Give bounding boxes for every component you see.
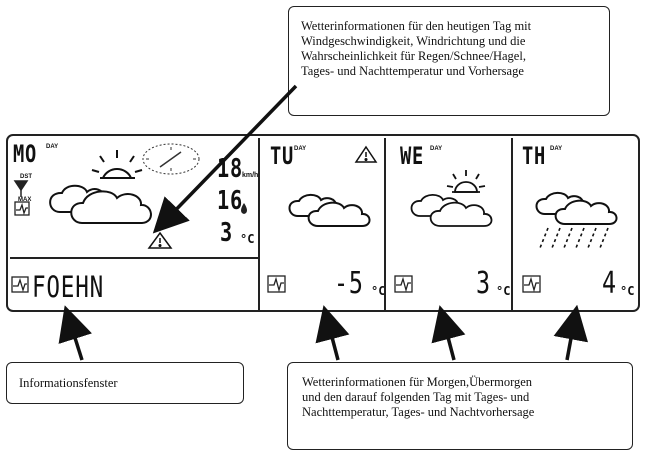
arrow-forecast-th [553, 304, 589, 361]
max-label: MAX [18, 197, 32, 203]
callout-today-description: Wetterinformationen für den heutigen Tag… [288, 6, 610, 116]
today-night-temp-value: 3 [220, 218, 233, 248]
forecast-day-label-th: TH [522, 142, 547, 170]
dst-label: DST [20, 174, 32, 180]
forecast-graph-icon-we [394, 275, 413, 293]
warning-triangle-icon-today [147, 231, 173, 249]
precipitation-icon [241, 203, 247, 214]
arrow-info-window [58, 305, 92, 361]
callout-info-window: Informationsfenster [6, 362, 244, 404]
antenna-icon [13, 180, 29, 197]
info-graph-icon [11, 276, 29, 293]
callout-forecast-line-3: Nachttemperatur, Tages- und Nachtvorhers… [302, 405, 535, 419]
rain-cloud-icon-th [535, 191, 618, 249]
forecast-day-label-tu: TU [270, 142, 295, 170]
arrow-forecast-we [431, 305, 466, 361]
forecast-day-label-we: WE [400, 142, 425, 170]
warning-triangle-icon-tu [354, 145, 378, 163]
callout-today-line-3: Wahrscheinlichkeit für Regen/Schnee/Hage… [301, 49, 526, 63]
cloudy-icon-tu [288, 193, 371, 227]
callout-today-line-2: Windgeschwindigkeit, Windrichtung und di… [301, 34, 526, 48]
wind-direction-compass-icon [142, 143, 200, 175]
forecast-temp-we: 3 [476, 266, 491, 301]
callout-today-line-1: Wetterinformationen für den heutigen Tag… [301, 19, 532, 33]
sun-behind-cloud-icon-we [410, 170, 493, 227]
arrow-today [152, 84, 298, 234]
forecast-day-sup-we: DAY [430, 146, 443, 152]
wind-speed-unit: km/h [242, 172, 259, 179]
callout-info-window-text: Informationsfenster [19, 376, 118, 390]
callout-today-line-4: Tages- und Nachttemperatur und Vorhersag… [301, 64, 524, 78]
forecast-unit-we: °C [496, 284, 511, 298]
callout-forecast-line-2: und den darauf folgenden Tag mit Tages- … [302, 390, 530, 404]
forecast-graph-icon-tu [267, 275, 286, 293]
forecast-unit-th: °C [620, 284, 635, 298]
forecast-unit-tu: °C [371, 284, 386, 298]
info-window-text: FOEHN [32, 270, 105, 304]
pressure-graph-icon [14, 201, 30, 216]
today-night-temp-unit: °C [240, 232, 255, 246]
wind-speed-value: 18 [217, 154, 243, 184]
lcd-dividers [10, 138, 513, 310]
arrow-forecast-tu [315, 305, 350, 361]
today-temp-value: 16 [217, 186, 243, 216]
callout-forecast-line-1: Wetterinformationen für Morgen,Übermorge… [302, 375, 533, 389]
forecast-graph-icon-th [522, 275, 541, 293]
forecast-day-sup-th: DAY [550, 146, 563, 152]
today-forecast-icon [49, 150, 152, 224]
forecast-day-sup-tu: DAY [294, 146, 307, 152]
forecast-temp-tu: -5 [334, 266, 364, 301]
callout-arrows [58, 84, 589, 361]
forecast-temp-th: 4 [602, 266, 617, 301]
callout-forecast-description: Wetterinformationen für Morgen,Übermorge… [287, 362, 633, 450]
today-day-sup: DAY [46, 144, 59, 150]
today-day-label: MO [13, 140, 38, 168]
